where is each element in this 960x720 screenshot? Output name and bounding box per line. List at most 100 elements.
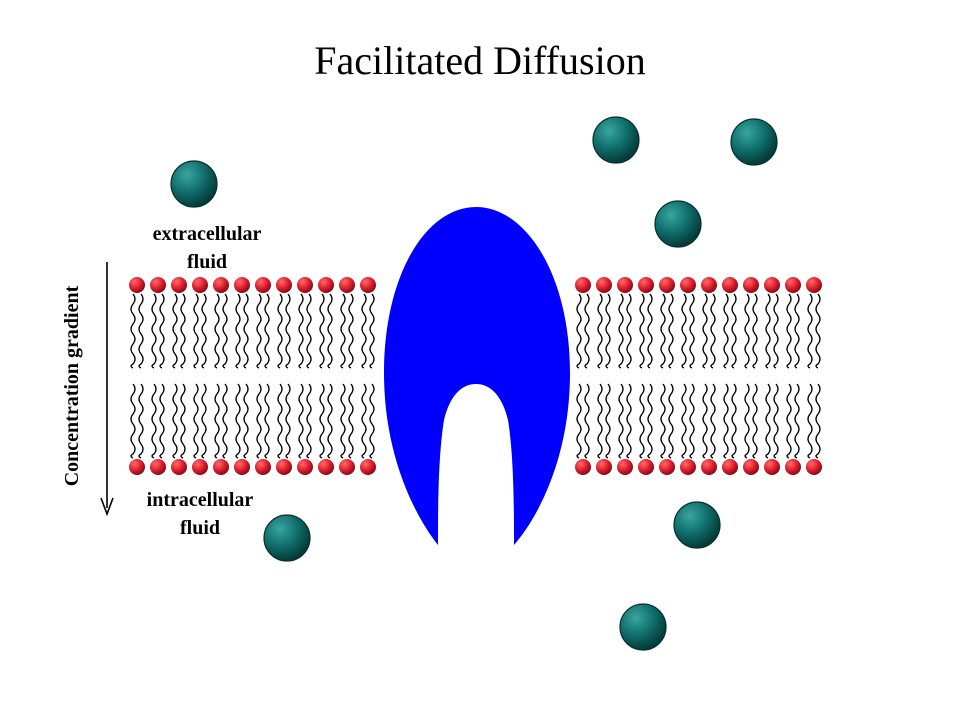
lipid-tail [348,383,354,459]
lipid-tail [340,383,346,459]
phospholipid-head [171,277,187,293]
lipid-tail [576,383,582,459]
phospholipid-head [360,459,376,475]
phospholipid-head [192,459,208,475]
lipid-tail [605,383,611,459]
lipid-tail [689,383,695,459]
phospholipid-head [785,277,801,293]
lipid-tail [361,383,367,459]
lipid-tail [180,383,186,459]
molecule-circle-icon [673,501,721,549]
extracellular-fluid-label: fluid [187,251,227,273]
phospholipid-head [785,459,801,475]
phospholipid-head [764,277,780,293]
molecule-circle-icon [619,603,667,651]
lipid-tail [584,383,590,459]
phospholipid-head [213,277,229,293]
lipid-tail [277,293,283,369]
phospholipid-head [659,277,675,293]
molecule-circle-icon [170,160,218,208]
lipid-tail [773,293,779,369]
lipid-tail [689,293,695,369]
phospholipid-head [743,277,759,293]
lipid-tail [731,293,737,369]
lipid-tail [815,293,821,369]
phospholipid-head [297,459,313,475]
lipid-tail [369,383,375,459]
lipid-tail [130,293,136,369]
phospholipid-head [276,459,292,475]
lipid-tail [815,383,821,459]
lipid-tail [765,293,771,369]
intracellular-fluid-label: fluid [180,517,220,539]
lipid-tail [151,293,157,369]
phospholipid-head [722,459,738,475]
molecule-circle-icon [654,200,702,248]
lipid-tail [639,293,645,369]
lipid-tail [306,383,312,459]
molecules [170,116,778,651]
phospholipid-head [638,459,654,475]
phospholipid-head [701,459,717,475]
phospholipid-head [318,459,334,475]
phospholipid-head [806,277,822,293]
phospholipid-head [150,459,166,475]
lipid-tail [327,383,333,459]
lipid-tail [277,383,283,459]
phospholipid-head [638,277,654,293]
lipid-tail [605,293,611,369]
phospholipid-head [680,277,696,293]
lipid-tail [235,293,241,369]
phospholipid-head [743,459,759,475]
lipid-tail [752,383,758,459]
lipid-tail [327,293,333,369]
phospholipid-head [234,459,250,475]
lipid-tail [618,383,624,459]
lipid-tail [214,293,220,369]
lipid-tail [647,383,653,459]
molecule-circle-icon [592,116,640,164]
lipid-tail [180,293,186,369]
lipid-tail [744,293,750,369]
phospholipid-head [171,459,187,475]
lipid-tail [222,383,228,459]
lipid-tail [773,383,779,459]
lipid-tail [723,293,729,369]
lipid-tail [285,293,291,369]
lipid-tail [201,293,207,369]
lipid-tail [576,293,582,369]
channel-protein [384,207,570,545]
lipid-tail [660,383,666,459]
phospholipid-head [297,277,313,293]
intracellular-label: intracellular [147,489,254,511]
phospholipid-head [255,459,271,475]
lipid-tail [681,293,687,369]
phospholipid-head [701,277,717,293]
lipid-tail [597,383,603,459]
phospholipid-head [575,277,591,293]
lipid-tail [193,293,199,369]
lipid-tail [702,293,708,369]
phospholipid-head [213,459,229,475]
lipid-tail [660,293,666,369]
lipid-tail [222,293,228,369]
extracellular-label: extracellular [153,223,262,245]
concentration-gradient-label: Concentration gradient [61,285,83,486]
lipid-tail [138,293,144,369]
phospholipid-head [596,459,612,475]
lipid-tail [193,383,199,459]
lipid-tail [807,383,813,459]
molecule-circle-icon [730,118,778,166]
molecule-circle-icon [263,514,311,562]
lipid-tail [264,383,270,459]
lipid-tail [731,383,737,459]
lipid-tail [214,383,220,459]
lipid-tail [298,383,304,459]
lipid-tail [668,383,674,459]
lipid-tail [319,383,325,459]
lipid-tail [243,293,249,369]
phospholipid-head [276,277,292,293]
diagram-title: Facilitated Diffusion [314,38,645,83]
arrow-down-icon [100,262,114,517]
